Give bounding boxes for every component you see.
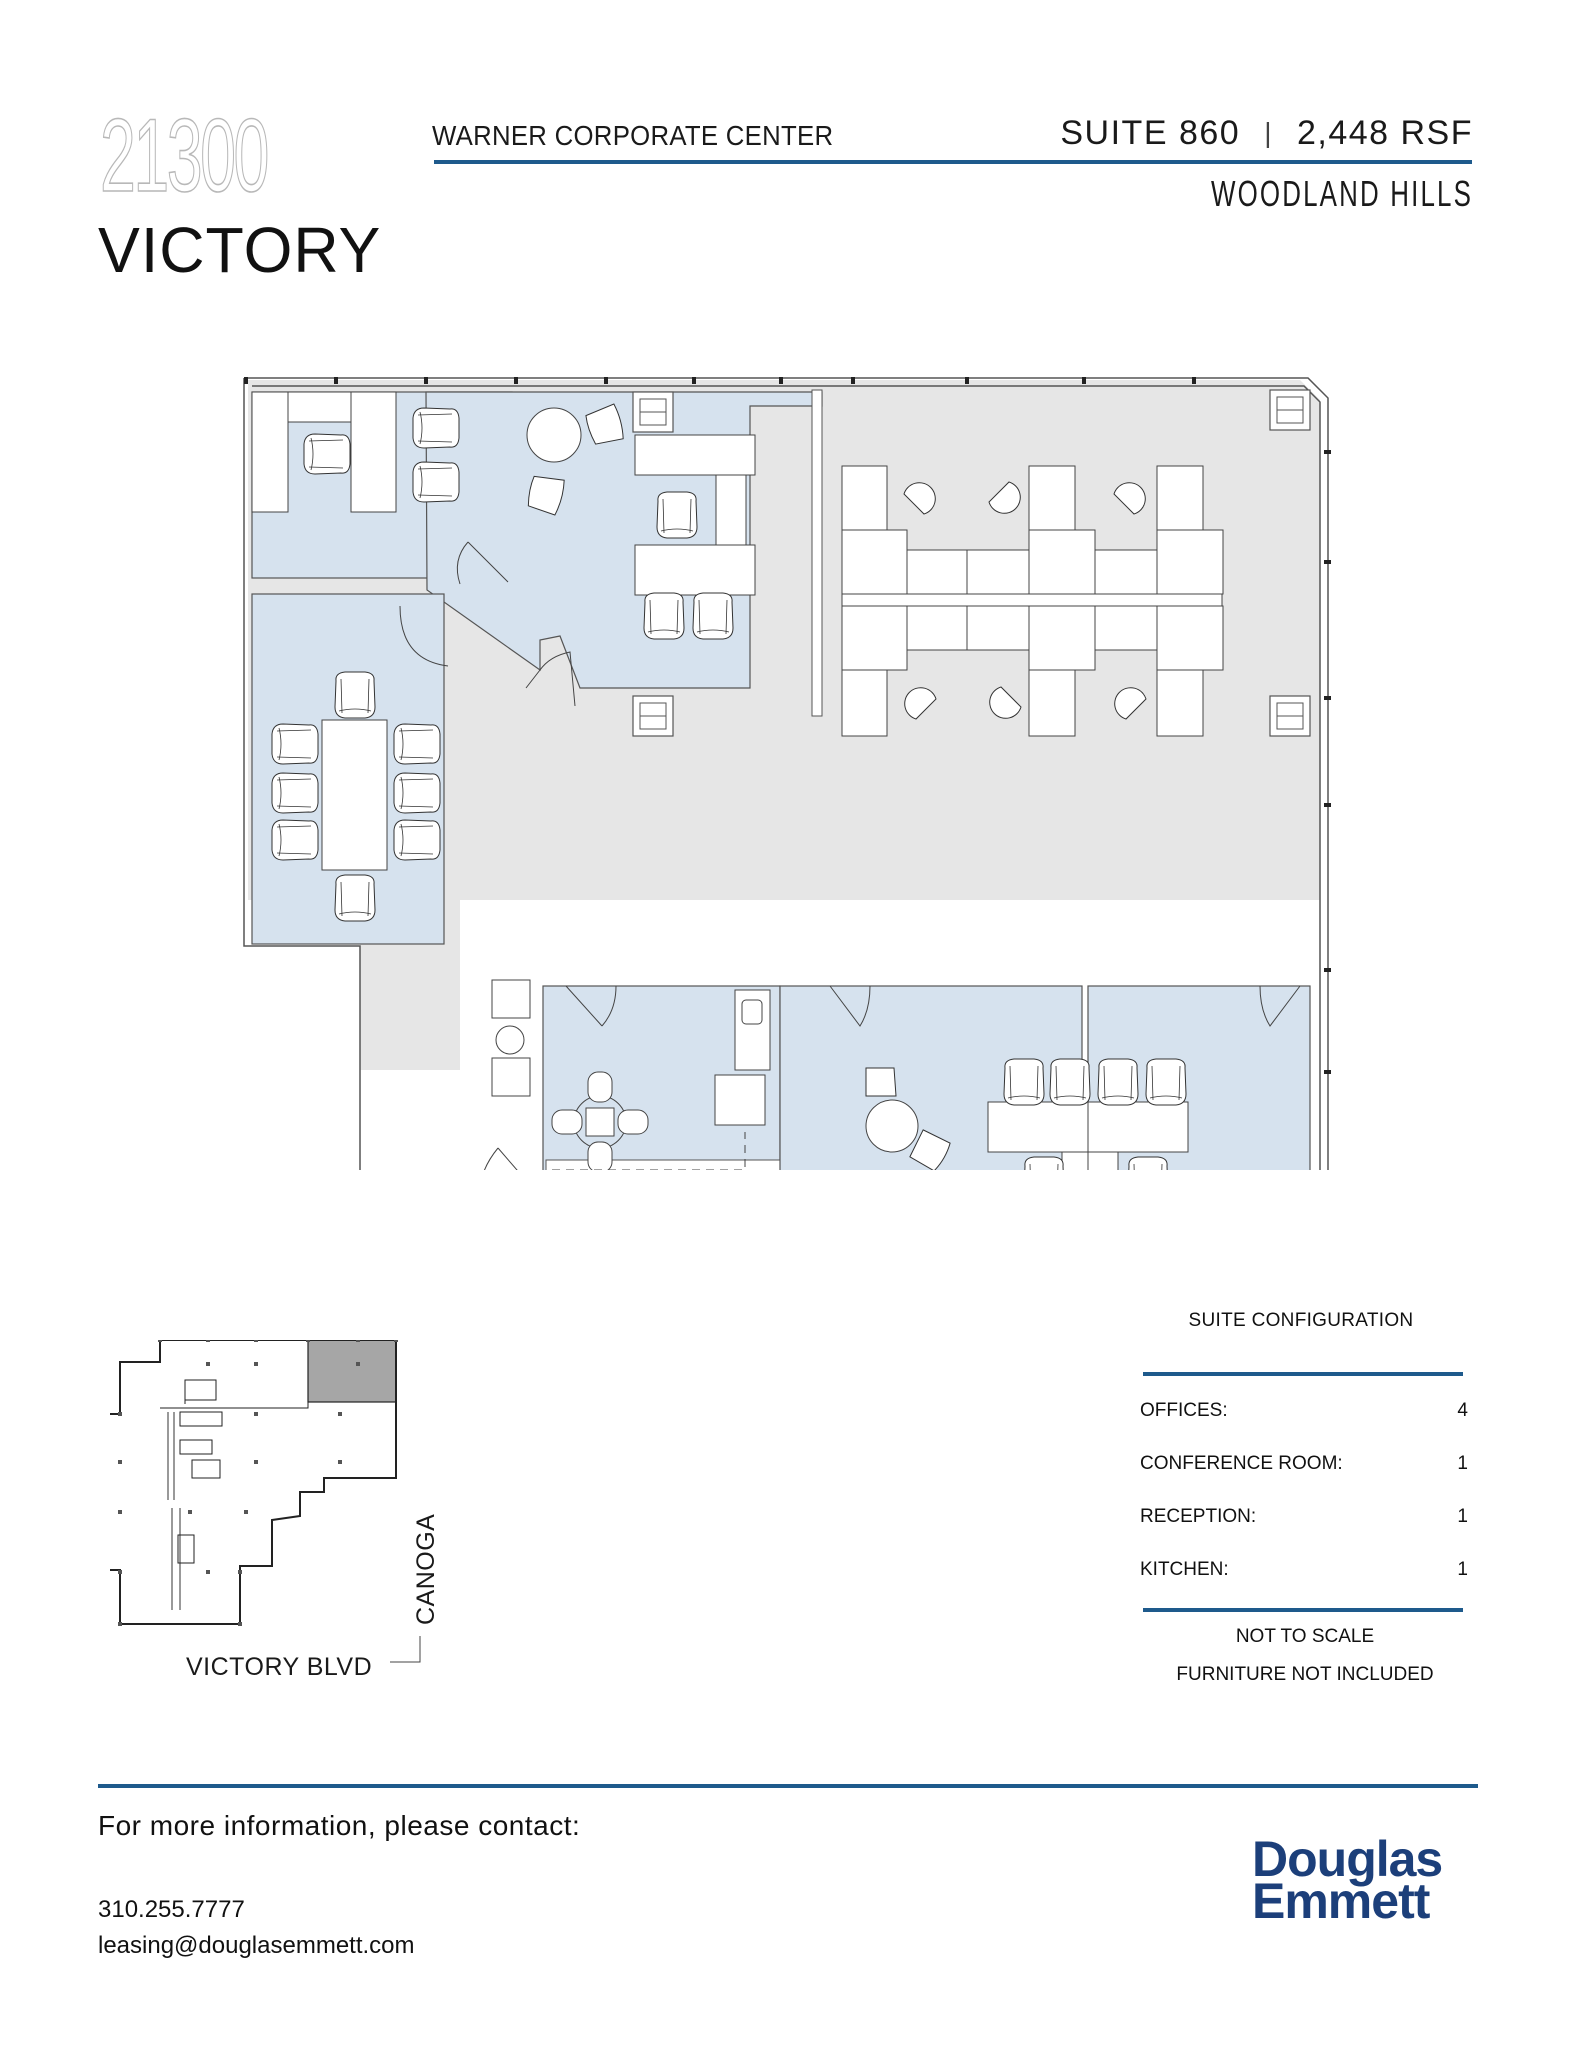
config-value: 1 <box>1457 1505 1468 1527</box>
workstation-cluster <box>841 465 1224 737</box>
address-number: 21300 <box>100 98 270 214</box>
street-label-canoga: CANOGA <box>412 1513 440 1625</box>
config-label: OFFICES: <box>1140 1399 1228 1421</box>
config-row-reception: RECEPTION: 1 <box>1140 1490 1468 1543</box>
building-name: WARNER CORPORATE CENTER <box>432 120 834 151</box>
exterior-walls <box>243 377 1329 1170</box>
config-label: KITCHEN: <box>1140 1558 1229 1580</box>
config-row-conference-room: CONFERENCE ROOM: 1 <box>1140 1437 1468 1490</box>
city-name: WOODLAND HILLS <box>1210 173 1473 214</box>
logo-line-2: Emmett <box>1252 1873 1430 1929</box>
street-label-victory-blvd: VICTORY BLVD <box>186 1653 373 1681</box>
suite-highlight <box>307 1340 397 1403</box>
contact-phone[interactable]: 310.255.7777 <box>98 1896 245 1923</box>
note-not-to-scale: NOT TO SCALE <box>1235 1626 1375 1647</box>
floor-plan <box>243 377 1331 1170</box>
config-title: SUITE CONFIGURATION <box>1188 1310 1414 1331</box>
address-street: VICTORY <box>98 214 382 286</box>
suite-number: SUITE 860 <box>1060 114 1241 152</box>
config-value: 1 <box>1457 1452 1468 1474</box>
note-furniture-not-included: FURNITURE NOT INCLUDED <box>1176 1664 1434 1685</box>
suite-info: SUITE 860 | 2,448 RSF <box>1060 116 1473 150</box>
street-leader-line <box>390 1636 421 1663</box>
config-value: 1 <box>1457 1558 1468 1580</box>
config-rule-top <box>1143 1372 1463 1376</box>
contact-email[interactable]: leasing@douglasemmett.com <box>98 1932 415 1959</box>
key-plan <box>110 1340 398 1626</box>
footer-rule <box>98 1784 1478 1788</box>
header-rule <box>434 160 1472 164</box>
config-label: CONFERENCE ROOM: <box>1140 1452 1343 1474</box>
douglas-emmett-logo: Douglas Emmett <box>1252 1831 1443 1929</box>
config-row-kitchen: KITCHEN: 1 <box>1140 1543 1468 1596</box>
config-row-offices: OFFICES: 4 <box>1140 1384 1468 1437</box>
separator: | <box>1264 117 1273 148</box>
config-label: RECEPTION: <box>1140 1505 1257 1527</box>
config-rule-bottom <box>1143 1608 1463 1612</box>
logo-line-1: Douglas <box>1252 1831 1443 1887</box>
suite-area: 2,448 RSF <box>1296 114 1473 152</box>
contact-heading: For more information, please contact: <box>98 1810 581 1841</box>
config-value: 4 <box>1457 1399 1468 1421</box>
suite-configuration-panel: SUITE CONFIGURATION OFFICES: 4 CONFERENC… <box>1140 1310 1480 1686</box>
